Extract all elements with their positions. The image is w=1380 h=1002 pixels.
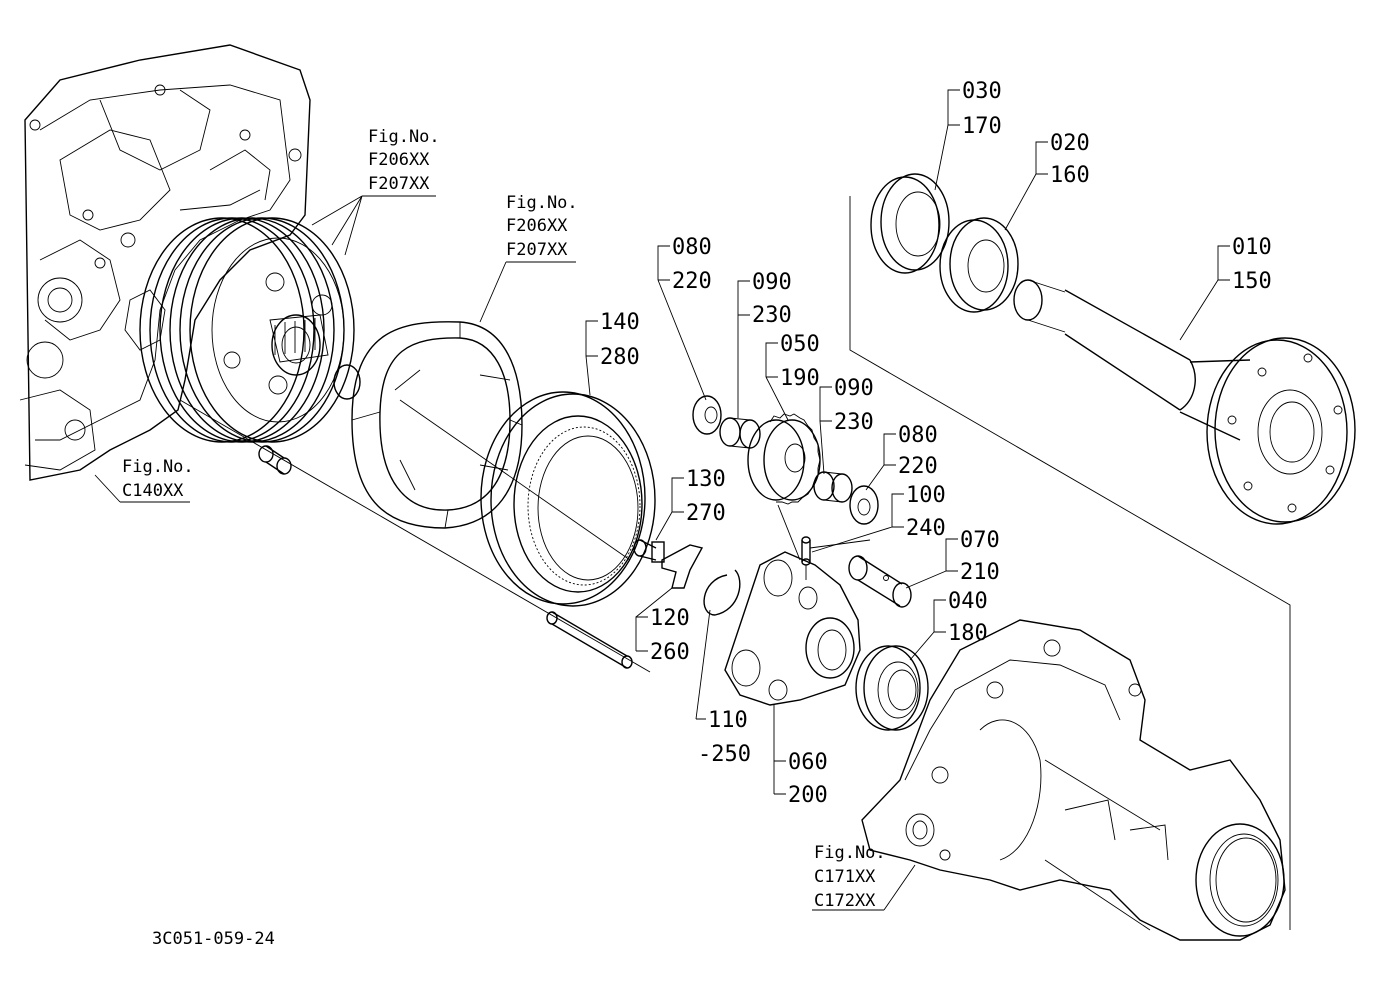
- bolt: [633, 539, 665, 563]
- center-axis-line-2: [399, 399, 631, 561]
- fig-ref-axle-case-line1: Fig.No.: [814, 843, 886, 863]
- callout-200: 200: [788, 783, 828, 808]
- planet-carrier: [724, 551, 861, 706]
- dowel-pin: [546, 611, 633, 669]
- callout-020: 020: [1050, 131, 1090, 156]
- assembly-bracket-line: [849, 196, 1291, 930]
- fig-ref-transmission-line2: F206XX: [368, 150, 430, 170]
- callout-080-a: 080: [672, 235, 712, 260]
- fig-ref-brake-line1: Fig.No.: [506, 193, 578, 213]
- callout-050: 050: [780, 332, 820, 357]
- fig-ref-brake-line2: F206XX: [506, 216, 568, 236]
- snap-ring: [703, 569, 741, 616]
- callout-080-b: 080: [898, 423, 938, 448]
- callout-250: -250: [698, 742, 751, 767]
- callout-070: 070: [960, 528, 1000, 553]
- callout-230-b: 230: [834, 410, 874, 435]
- callout-140: 140: [600, 310, 640, 335]
- center-axis-line: [179, 399, 651, 673]
- needle-bearing-a: [719, 417, 761, 449]
- axle-case-drawing: [861, 619, 1286, 941]
- thrust-washer-a: [692, 395, 722, 435]
- callout-090-a: 090: [752, 270, 792, 295]
- callout-110: 110: [708, 708, 748, 733]
- brake-drum-ring: [351, 321, 523, 529]
- axle-shaft: [1013, 279, 1356, 525]
- callout-220-a: 220: [672, 269, 712, 294]
- callout-240: 240: [906, 516, 946, 541]
- o-ring: [333, 364, 361, 400]
- callout-040: 040: [948, 589, 988, 614]
- lock-plate: [661, 544, 704, 589]
- callout-120: 120: [650, 606, 690, 631]
- needle-bearing-b: [813, 471, 853, 503]
- transmission-case-drawing: [19, 44, 311, 481]
- planet-gear: [747, 413, 821, 505]
- callout-260: 260: [650, 640, 690, 665]
- fig-ref-brake-line3: F207XX: [506, 240, 568, 260]
- callout-160: 160: [1050, 163, 1090, 188]
- callout-170: 170: [962, 114, 1002, 139]
- thrust-washer-b: [849, 485, 879, 525]
- pin-axis-line: [809, 539, 871, 549]
- callout-130: 130: [686, 467, 726, 492]
- fig-ref-axle-case-line2: C171XX: [814, 867, 876, 887]
- callout-220-b: 220: [898, 454, 938, 479]
- friction-disc-pack: [139, 217, 355, 443]
- axle-seal: [870, 173, 950, 274]
- callout-210: 210: [960, 560, 1000, 585]
- fig-ref-case-line2: C140XX: [122, 481, 184, 501]
- callout-230-a: 230: [752, 303, 792, 328]
- drawing-number: 3C051-059-24: [152, 929, 275, 949]
- fig-ref-axle-case-line3: C172XX: [814, 891, 876, 911]
- callout-100: 100: [906, 483, 946, 508]
- ball-bearing: [855, 645, 929, 731]
- callout-060: 060: [788, 750, 828, 775]
- gear-axis-line: [777, 504, 801, 561]
- callout-030: 030: [962, 79, 1002, 104]
- roll-pin: [801, 536, 811, 580]
- callout-270: 270: [686, 501, 726, 526]
- sleeve: [258, 445, 292, 475]
- callout-150: 150: [1232, 269, 1272, 294]
- leader-lines: [94, 89, 1230, 911]
- fig-ref-case-line1: Fig.No.: [122, 457, 194, 477]
- fig-ref-transmission-line1: Fig.No.: [368, 127, 440, 147]
- fig-ref-transmission-line3: F207XX: [368, 174, 430, 194]
- callout-180: 180: [948, 621, 988, 646]
- callout-090-b: 090: [834, 376, 874, 401]
- callout-190: 190: [780, 366, 820, 391]
- oil-seal: [939, 217, 1019, 313]
- planet-shaft: [848, 555, 912, 608]
- callout-010: 010: [1232, 235, 1272, 260]
- callout-280: 280: [600, 345, 640, 370]
- internal-ring-gear: [480, 391, 656, 607]
